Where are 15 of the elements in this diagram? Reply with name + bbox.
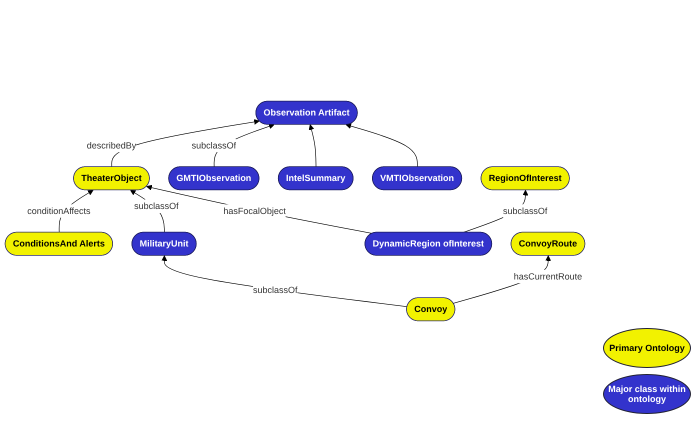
edge-label: subclassOf — [192, 140, 236, 150]
edge-label: subclassOf — [134, 200, 179, 212]
edge-label: subclassOf — [502, 206, 548, 216]
arrow — [146, 184, 373, 234]
legend-text: Primary Ontology — [609, 343, 685, 353]
edge-label: describedBy — [86, 140, 136, 150]
edge-label: hasCurrentRoute — [514, 271, 582, 282]
edge-label: subclassOf — [253, 284, 298, 296]
arrow — [111, 119, 260, 168]
edge-label: conditionAffects — [27, 206, 91, 216]
arrow — [161, 255, 408, 307]
arrow — [346, 123, 418, 168]
arrow — [308, 124, 316, 168]
edge-label: hasFocalObject — [223, 206, 286, 216]
legend-text: Major class within ontology — [607, 384, 687, 404]
